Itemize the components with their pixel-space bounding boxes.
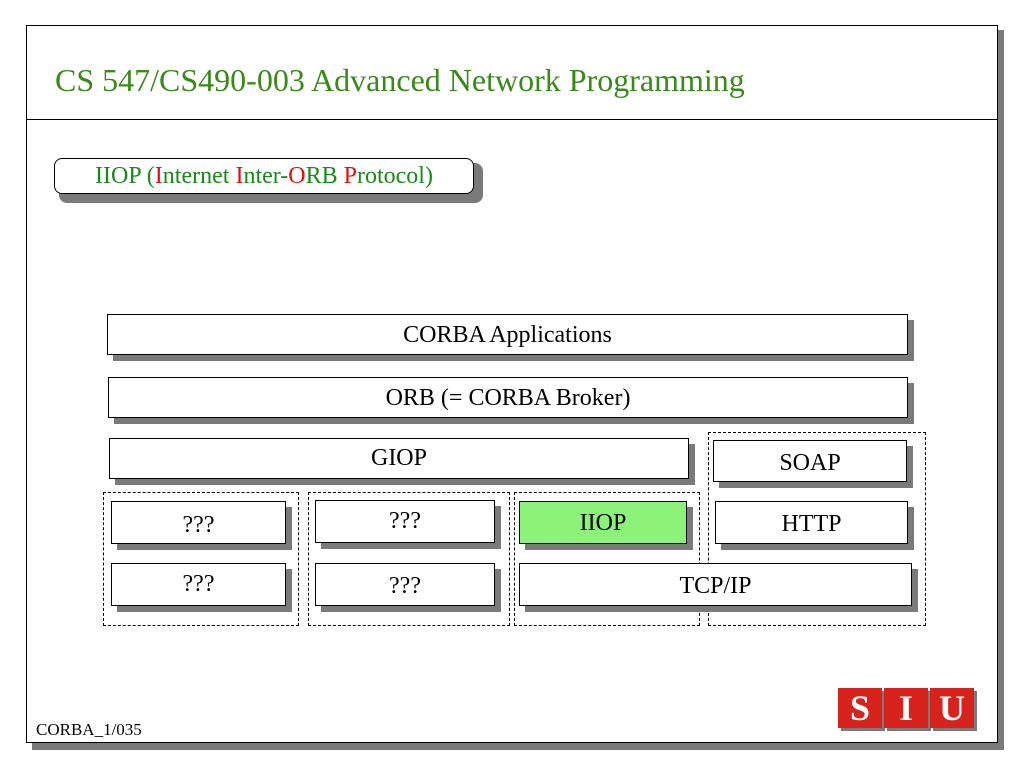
siu-logo: S I U [838,688,974,728]
group-column-1 [103,492,299,626]
orb-layer: ORB (= CORBA Broker) [108,377,908,418]
group-column-3 [514,492,700,626]
slide-title: CS 547/CS490-003 Advanced Network Progra… [55,62,745,98]
slide-number: CORBA_1/035 [36,720,142,739]
title-divider [27,119,997,120]
soap-layer: SOAP [713,440,907,482]
unknown-network-1: ??? [111,563,286,606]
heading-initial-i: I [154,163,163,189]
corba-applications-layer: CORBA Applications [107,314,908,355]
http-layer: HTTP [715,501,908,544]
heading-part: IIOP ( [95,163,155,189]
heading-initial-p: P [343,163,357,189]
unknown-transport-1: ??? [111,501,286,544]
heading-initial-i: I [235,163,244,189]
unknown-transport-2: ??? [315,500,495,543]
iiop-layer: IIOP [519,501,687,544]
logo-letter: I [884,688,928,728]
heading-initial-o: O [288,163,306,189]
logo-letter: U [930,688,974,728]
unknown-network-2: ??? [315,563,495,606]
group-column-4 [708,432,926,626]
heading-part: nternet [162,163,236,189]
heading-part: RB [305,163,344,189]
giop-layer: GIOP [109,438,689,479]
heading-part: nter- [243,163,289,189]
logo-letter: S [838,688,882,728]
heading-part: rotocol) [356,163,433,189]
group-column-2 [308,492,510,626]
iiop-heading: IIOP (Internet Inter-ORB Protocol) [54,158,474,194]
tcpip-layer: TCP/IP [519,563,912,606]
